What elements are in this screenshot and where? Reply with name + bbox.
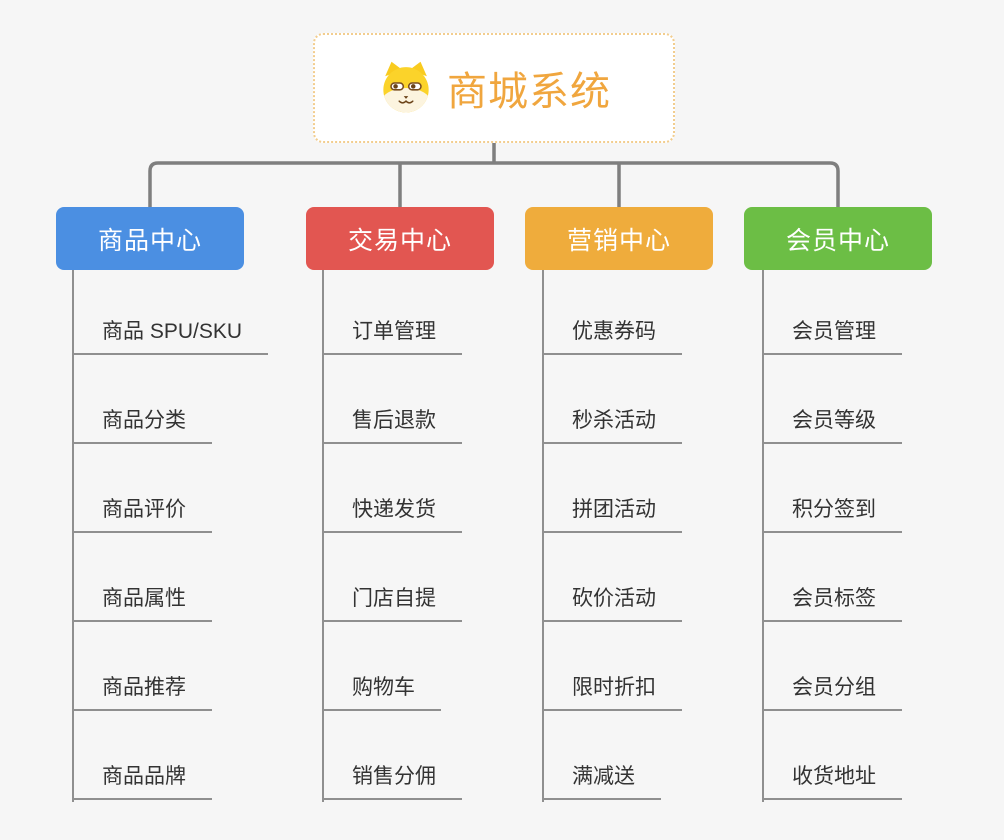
leaf-node[interactable]: 快递发货 bbox=[322, 496, 462, 533]
leaf-node[interactable]: 门店自提 bbox=[322, 585, 462, 622]
branch-marketing-center[interactable]: 营销中心 bbox=[525, 207, 713, 270]
leaf-node[interactable]: 会员等级 bbox=[762, 407, 902, 444]
branch-member-center[interactable]: 会员中心 bbox=[744, 207, 932, 270]
branch-product-children: 商品 SPU/SKU 商品分类 商品评价 商品属性 商品推荐 商品品牌 bbox=[72, 270, 302, 810]
leaf-node[interactable]: 商品属性 bbox=[72, 585, 212, 622]
leaf-node[interactable]: 秒杀活动 bbox=[542, 407, 682, 444]
branch-marketing-children: 优惠券码 秒杀活动 拼团活动 砍价活动 限时折扣 满减送 bbox=[542, 270, 772, 810]
root-node[interactable]: 商城系统 bbox=[313, 33, 675, 143]
branch-product-center[interactable]: 商品中心 bbox=[56, 207, 244, 270]
leaf-node[interactable]: 会员标签 bbox=[762, 585, 902, 622]
root-title: 商城系统 bbox=[447, 70, 611, 114]
leaf-node[interactable]: 拼团活动 bbox=[542, 496, 682, 533]
dog-face-icon bbox=[383, 61, 429, 113]
leaf-node[interactable]: 会员分组 bbox=[762, 674, 902, 711]
trunk-connector-line bbox=[72, 270, 74, 802]
leaf-node[interactable]: 商品品牌 bbox=[72, 763, 212, 800]
leaf-node[interactable]: 优惠券码 bbox=[542, 318, 682, 355]
leaf-node[interactable]: 商品推荐 bbox=[72, 674, 212, 711]
leaf-node[interactable]: 会员管理 bbox=[762, 318, 902, 355]
leaf-node[interactable]: 限时折扣 bbox=[542, 674, 682, 711]
branch-trade-center[interactable]: 交易中心 bbox=[306, 207, 494, 270]
branch-trade-children: 订单管理 售后退款 快递发货 门店自提 购物车 销售分佣 bbox=[322, 270, 552, 810]
leaf-node[interactable]: 购物车 bbox=[322, 674, 441, 711]
trunk-connector-line bbox=[322, 270, 324, 802]
trunk-connector-line bbox=[762, 270, 764, 802]
leaf-node[interactable]: 积分签到 bbox=[762, 496, 902, 533]
leaf-node[interactable]: 收货地址 bbox=[762, 763, 902, 800]
leaf-node[interactable]: 商品 SPU/SKU bbox=[72, 318, 269, 355]
trunk-connector-line bbox=[542, 270, 544, 802]
leaf-node[interactable]: 售后退款 bbox=[322, 407, 462, 444]
leaf-node[interactable]: 满减送 bbox=[542, 763, 661, 800]
leaf-node[interactable]: 订单管理 bbox=[322, 318, 462, 355]
leaf-node[interactable]: 商品分类 bbox=[72, 407, 212, 444]
leaf-node[interactable]: 销售分佣 bbox=[322, 763, 462, 800]
leaf-node[interactable]: 砍价活动 bbox=[542, 585, 682, 622]
branch-member-children: 会员管理 会员等级 积分签到 会员标签 会员分组 收货地址 bbox=[762, 270, 992, 810]
leaf-node[interactable]: 商品评价 bbox=[72, 496, 212, 533]
